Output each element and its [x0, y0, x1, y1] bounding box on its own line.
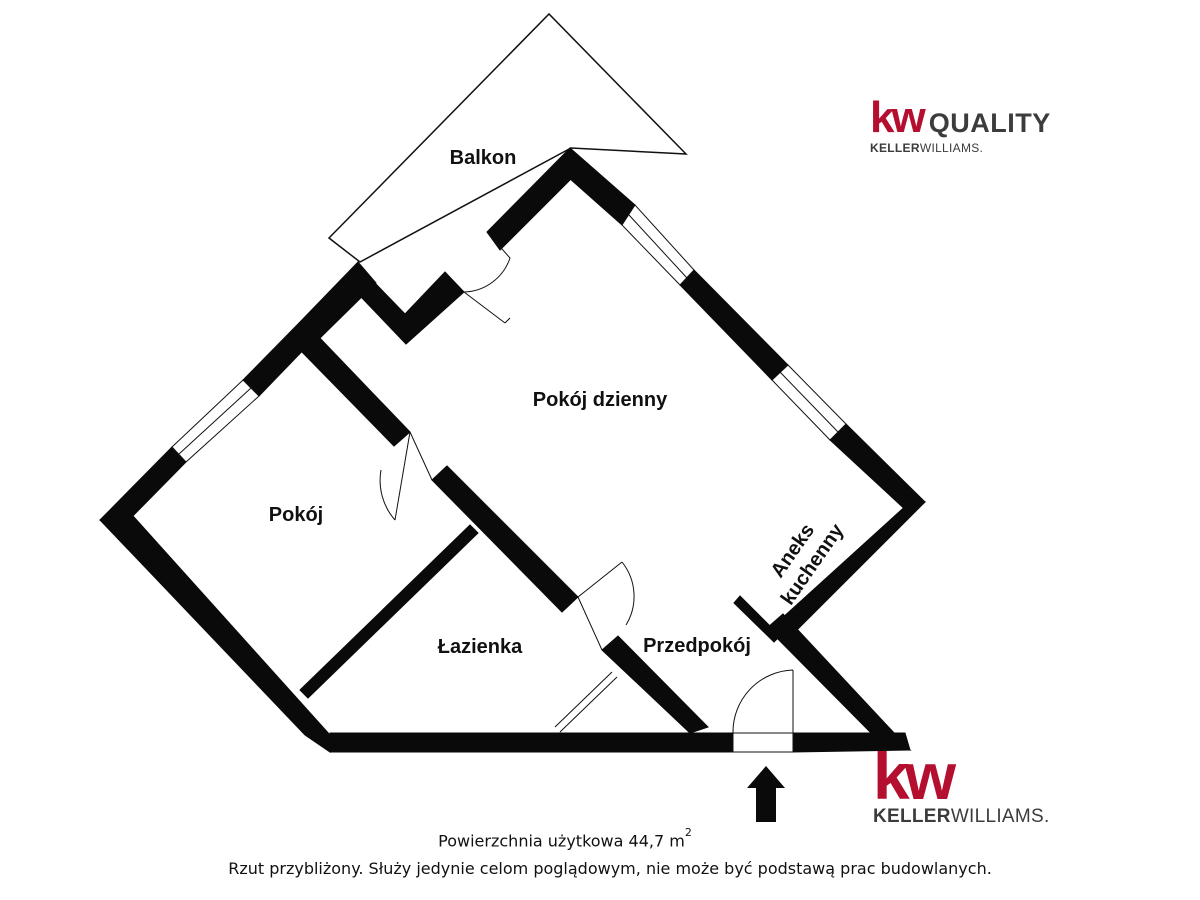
wall-outer-left-upper	[242, 321, 316, 397]
balcony-outline	[327, 12, 688, 263]
door-sliding	[554, 671, 618, 733]
area-superscript: 2	[684, 826, 692, 839]
wall-outer-left-bottom	[99, 506, 331, 753]
wall-outer-left-top	[98, 446, 187, 525]
door-balcony	[463, 231, 511, 324]
usable-area-text: Powierzchnia użytkowa 44,7 m	[438, 831, 685, 851]
kw-mark-large: kw	[873, 739, 956, 813]
label-hallway: Przedpokój	[643, 635, 751, 657]
windows	[171, 204, 847, 463]
wall-outer-top-left	[299, 261, 377, 341]
label-bathroom: Łazienka	[438, 636, 523, 658]
wall-kitchen-partition	[733, 595, 781, 643]
keller-williams-logo: kw KELLERWILLIAMS.	[873, 739, 1050, 828]
door-bathroom	[577, 561, 635, 651]
wall-outer-bottom	[329, 732, 734, 753]
kw-mark: kw	[870, 93, 926, 142]
window-living-a	[621, 204, 695, 286]
wall-right-lower	[766, 613, 912, 752]
label-balcony: Balkon	[450, 147, 517, 169]
logo-keller-williams-text: KELLERWILLIAMS.	[870, 141, 984, 155]
wall-right-a	[679, 269, 789, 381]
wall-bathroom-partition	[299, 524, 479, 699]
label-living-room: Pokój dzienny	[533, 389, 668, 411]
wall-interior-middle	[431, 465, 579, 613]
walls	[98, 147, 927, 753]
disclaimer-text: Rzut przybliżony. Służy jedynie celom po…	[228, 859, 992, 878]
wall-interior-lower	[601, 635, 709, 734]
logo-keller-williams-text-large: KELLERWILLIAMS.	[873, 806, 1050, 827]
logo-quality-text: QUALITY	[928, 108, 1051, 138]
wall-interior-upper	[299, 333, 411, 447]
door-room	[379, 431, 433, 521]
wall-top-right-a	[559, 147, 636, 226]
wall-right-b	[829, 423, 926, 515]
usable-area-caption: Powierzchnia użytkowa 44,7 m2	[60, 826, 1070, 851]
door-entrance	[732, 669, 794, 734]
label-room: Pokój	[269, 504, 323, 526]
up-arrow-icon	[747, 766, 785, 822]
doors	[379, 231, 794, 753]
